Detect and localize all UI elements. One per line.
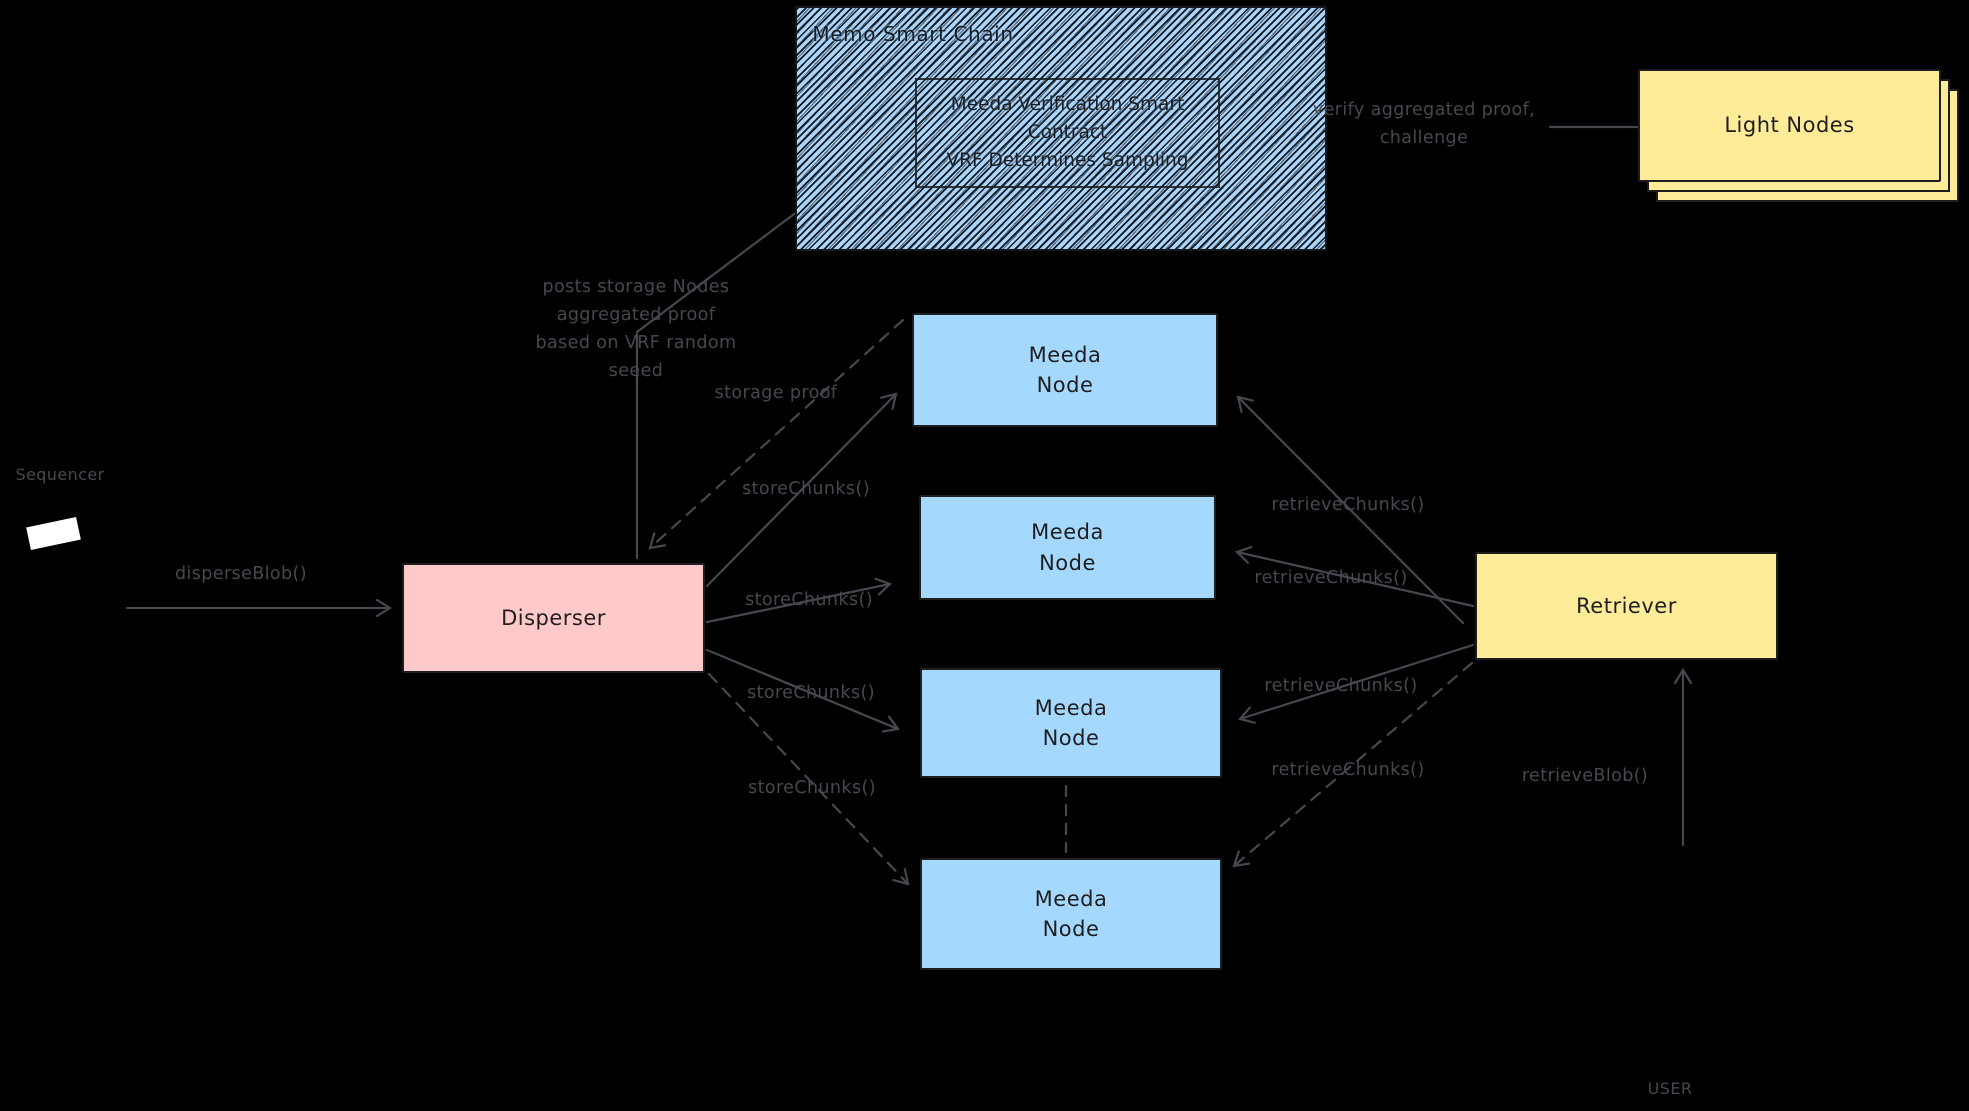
arrow-retrieve-chunks-1 [1236, 395, 1465, 625]
disperse-blob-label: disperseBlob() [175, 564, 307, 584]
arrow-store-chunks-4 [707, 672, 910, 886]
meeda-node-1-label: Meeda Node [1028, 342, 1102, 397]
posts-proof-label: posts storage Nodes aggregated proof bas… [535, 277, 737, 381]
memo-smart-chain-title: Memo Smart Chain [812, 22, 1014, 46]
storage-proof-label: storage proof [714, 383, 838, 403]
disperser-label: Disperser [501, 605, 606, 630]
store-chunks-4-label: storeChunks() [748, 778, 876, 798]
meeda-node-2-box: Meeda Node [919, 495, 1216, 600]
retrieve-chunks-3-label: retrieveChunks() [1264, 676, 1418, 696]
arrow-retrieve-chunks-4 [1232, 661, 1474, 868]
arrow-retrieve-chunks-2 [1234, 546, 1475, 608]
store-chunks-1-label: storeChunks() [742, 479, 870, 499]
retrieve-chunks-2-label: retrieveChunks() [1254, 568, 1408, 588]
disperser-box: Disperser [402, 563, 705, 673]
light-nodes-box: Light Nodes [1638, 69, 1941, 182]
retriever-box: Retriever [1475, 552, 1778, 660]
memo-smart-chain-box [795, 6, 1327, 251]
retrieve-chunks-4-label: retrieveChunks() [1271, 760, 1425, 780]
arrow-retrieve-chunks-3 [1237, 643, 1475, 724]
arrow-storage-proof [648, 318, 905, 550]
meeda-node-3-box: Meeda Node [920, 668, 1222, 778]
sequencer-label: Sequencer [15, 465, 105, 485]
store-chunks-3-label: storeChunks() [747, 683, 875, 703]
user-label: USER [1647, 1079, 1693, 1099]
arrow-store-chunks-3 [705, 648, 900, 733]
light-nodes-label: Light Nodes [1724, 113, 1855, 138]
meeda-node-1-box: Meeda Node [912, 313, 1218, 427]
store-chunks-2-label: storeChunks() [745, 590, 873, 610]
retrieve-chunks-1-label: retrieveChunks() [1271, 495, 1425, 515]
retrieve-blob-label: retrieveBlob() [1521, 766, 1649, 786]
meeda-node-4-label: Meeda Node [1034, 886, 1108, 941]
meeda-verification-contract-box: Meeda Verification Smart Contract VRF De… [915, 78, 1220, 188]
meeda-node-4-box: Meeda Node [920, 858, 1222, 970]
arrow-store-chunks-1 [705, 392, 898, 588]
meeda-node-3-label: Meeda Node [1034, 695, 1108, 750]
meeda-node-2-label: Meeda Node [1031, 520, 1104, 575]
verify-challenge-label: verify aggregated proof, challenge [1312, 100, 1536, 148]
arrow-store-chunks-2 [705, 577, 893, 624]
retriever-label: Retriever [1576, 593, 1677, 618]
